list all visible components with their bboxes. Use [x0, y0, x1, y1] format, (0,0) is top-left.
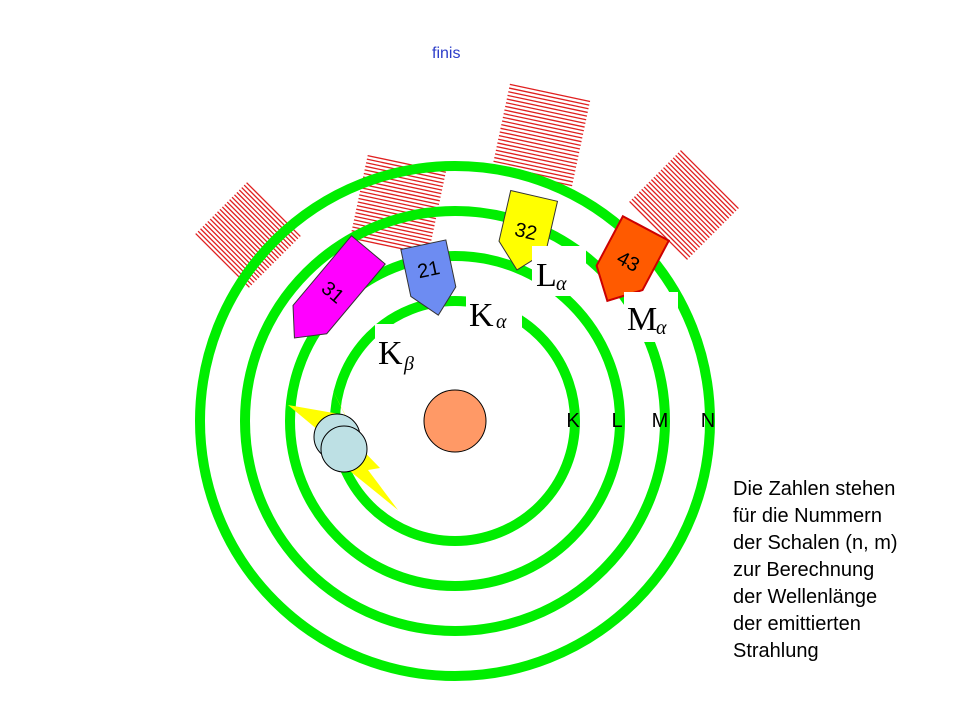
- wave-line: [629, 201, 688, 260]
- wave-line: [501, 124, 582, 143]
- wave-line: [641, 188, 701, 248]
- transition-arrow-21: 21: [400, 239, 457, 316]
- wave-line: [361, 183, 440, 202]
- line-label-lalpha-sub: α: [556, 273, 567, 295]
- shell-label-n: N: [701, 410, 715, 432]
- wave-line: [494, 153, 576, 172]
- wave-line: [672, 157, 732, 217]
- wave-line: [498, 138, 579, 157]
- wave-line: [493, 160, 574, 179]
- transition-arrow-31: 31: [292, 235, 386, 339]
- wave-line: [631, 198, 691, 258]
- spectral-line-labels: K β K α L α M α: [375, 246, 678, 375]
- explanation-text: Die Zahlen stehen für die Nummern der Sc…: [733, 476, 948, 665]
- line-label-malpha-letter: M: [627, 301, 657, 338]
- wave-line: [359, 190, 439, 209]
- wave-line: [353, 219, 433, 238]
- line-label-lalpha-letter: L: [536, 257, 557, 294]
- transition-32-number: 32: [512, 219, 539, 245]
- wave-line: [364, 169, 443, 188]
- wave-line: [667, 162, 727, 222]
- wave-line: [653, 176, 713, 236]
- line-label-kbeta-sub: β: [403, 353, 414, 375]
- radiation-wave-malpha: [629, 150, 739, 260]
- line-label-kalpha-letter: K: [469, 297, 494, 334]
- wave-line: [356, 204, 436, 223]
- transition-31-body: [292, 235, 386, 339]
- wave-line: [660, 169, 720, 229]
- explanation-line: für die Nummern: [733, 505, 882, 527]
- line-label-kbeta-letter: K: [378, 335, 403, 372]
- shell-label-k: K: [566, 410, 580, 432]
- line-label-malpha-sub: α: [656, 317, 667, 339]
- shell-l: [285, 251, 625, 591]
- wave-line: [646, 184, 705, 243]
- nucleus: [423, 389, 487, 453]
- wave-line: [503, 113, 584, 132]
- wave-line: [508, 91, 589, 110]
- wave-line: [650, 179, 710, 239]
- wave-line: [496, 145, 577, 165]
- wave-line: [505, 102, 587, 121]
- wave-line: [499, 131, 581, 150]
- wave-line: [665, 164, 725, 224]
- wave-line: [500, 127, 581, 146]
- wave-line: [508, 87, 590, 106]
- wave-line: [675, 154, 735, 214]
- wave-line: [497, 142, 578, 161]
- wave-line: [495, 149, 577, 168]
- transition-arrows: 31 21 32 43: [292, 189, 671, 339]
- wave-line: [504, 109, 585, 128]
- transition-21-number: 21: [416, 257, 442, 283]
- shell-label-m: M: [652, 410, 669, 432]
- wave-line: [663, 167, 722, 226]
- transition-arrow-43: 43: [595, 214, 671, 303]
- wave-line: [643, 186, 703, 246]
- shell-m: [240, 206, 670, 636]
- wave-line: [502, 116, 584, 136]
- wave-line: [506, 98, 588, 117]
- line-label-malpha: M α: [624, 292, 678, 342]
- shell-n: [195, 161, 715, 681]
- explanation-line: der Wellenlänge: [733, 586, 878, 608]
- wave-line: [509, 83, 591, 103]
- wave-line: [360, 187, 440, 206]
- wave-line: [498, 134, 580, 154]
- explanation-line: Die Zahlen stehen: [733, 478, 896, 500]
- wave-line: [633, 196, 693, 256]
- explanation-line: der Schalen (n, m): [733, 532, 898, 554]
- wave-line: [638, 191, 698, 251]
- shell-labels: K L M N: [566, 410, 715, 432]
- wave-line: [658, 171, 718, 231]
- explanation-line: zur Berechnung: [733, 559, 875, 581]
- line-label-kalpha: K α: [466, 292, 522, 340]
- wave-line: [677, 152, 737, 212]
- wave-line: [636, 193, 696, 253]
- finis-link[interactable]: finis: [432, 45, 461, 62]
- wave-line: [505, 105, 586, 125]
- line-label-kalpha-sub: α: [496, 311, 507, 333]
- wave-line: [680, 150, 739, 209]
- wave-line: [670, 159, 730, 219]
- transition-21-body: [400, 239, 457, 316]
- line-label-kbeta: K β: [375, 324, 431, 375]
- wave-line: [648, 181, 708, 241]
- wave-line: [655, 174, 715, 234]
- line-label-lalpha: L α: [532, 246, 586, 296]
- electron: [320, 425, 368, 473]
- wave-line: [494, 156, 575, 176]
- explanation-line: Strahlung: [733, 640, 819, 662]
- explanation-line: der emittierten: [733, 613, 861, 635]
- wave-line: [501, 120, 583, 139]
- shell-label-l: L: [611, 410, 622, 432]
- wave-line: [507, 94, 588, 114]
